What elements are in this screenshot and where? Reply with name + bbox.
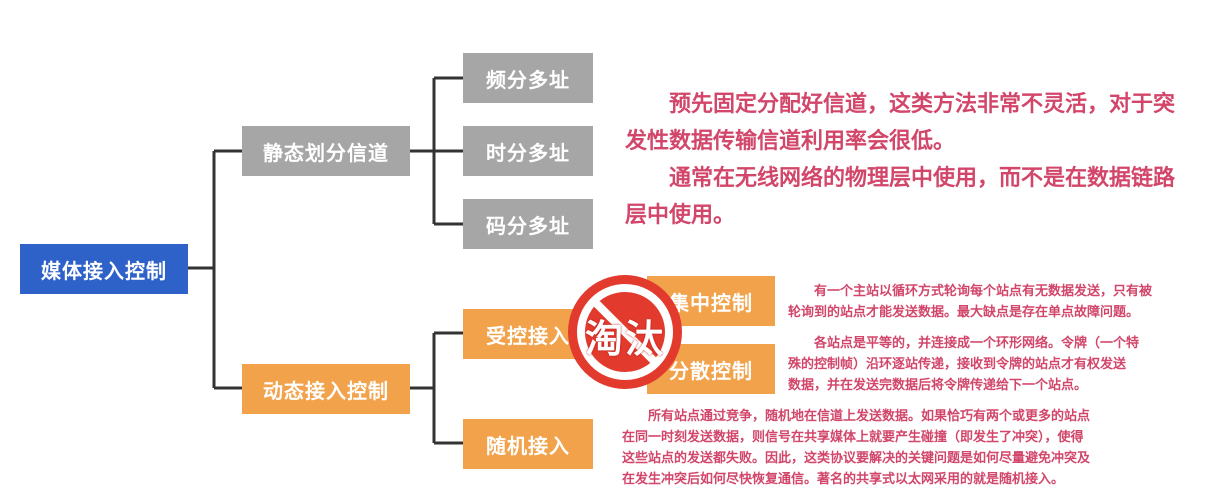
- random-access-node: 随机接入: [463, 419, 593, 469]
- distributed-control-note: 各站点是平等的，并连接成一个环形网络。令牌（一个特 殊的控制帧）沿环逐站传递，接…: [788, 336, 1140, 393]
- obsolete-stamp-icon: [568, 275, 682, 389]
- dynamic-access-control-node: 动态接入控制: [242, 364, 410, 414]
- root-node-media-access-control: 媒体接入控制: [20, 244, 188, 294]
- static-division-note: 预先固定分配好信道，这类方法非常不灵活，对于突 发性数据传输信道利用率会很低。 …: [625, 92, 1176, 228]
- static-channel-division-node: 静态划分信道: [242, 126, 410, 176]
- tdma-node: 时分多址: [463, 126, 593, 176]
- cdma-node: 码分多址: [463, 199, 593, 249]
- random-access-note: 所有站点通过竞争，随机地在信道上发送数据。如果恰巧有两个或更多的站点 在同一时刻…: [622, 409, 1091, 487]
- centralized-control-note: 有一个主站以循环方式轮询每个站点有无数据发送，只有被 轮询到的站点才能发送数据。…: [788, 284, 1153, 320]
- fdma-node: 频分多址: [463, 53, 593, 103]
- obsolete-stamp-text: 淘汰: [584, 317, 665, 361]
